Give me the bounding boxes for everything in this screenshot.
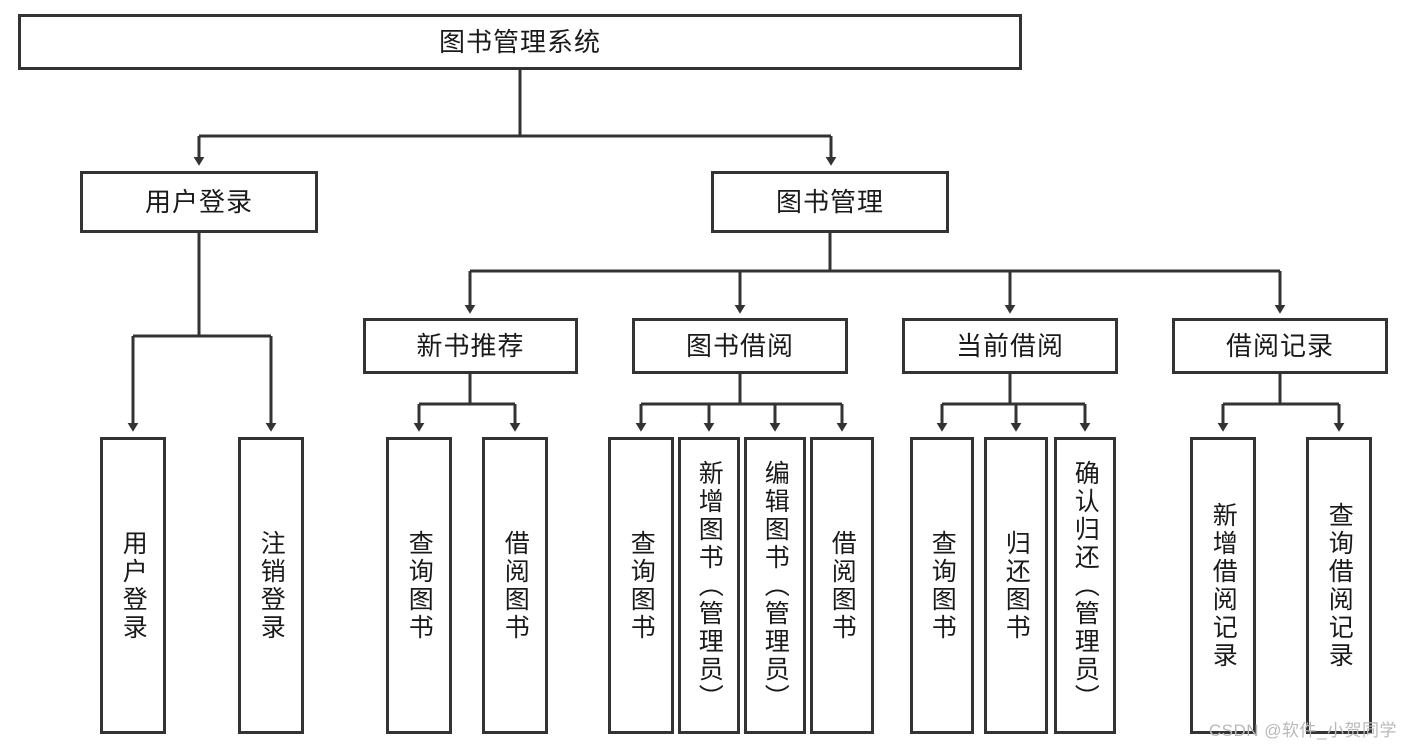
node-leaf-edit-book-label: 编辑图书（管理员）: [761, 459, 790, 712]
node-leaf-borrow-book-br[interactable]: 借阅图书: [810, 437, 874, 734]
node-leaf-return-book[interactable]: 归还图书: [984, 437, 1048, 734]
node-root[interactable]: 图书管理系统: [18, 14, 1022, 70]
node-book-manage[interactable]: 图书管理: [711, 171, 949, 233]
node-user-login[interactable]: 用户登录: [80, 171, 318, 233]
node-leaf-borrow-book-br-label: 借阅图书: [828, 529, 857, 642]
csdn-watermark: CSDN @软件_小贺同学: [1208, 721, 1397, 740]
node-leaf-confirm-return-label: 确认归还（管理员）: [1071, 459, 1100, 712]
node-leaf-user-login-label: 用户登录: [119, 529, 148, 642]
node-leaf-query-book-cb[interactable]: 查询图书: [910, 437, 974, 734]
node-leaf-user-logout-label: 注销登录: [257, 529, 286, 642]
node-leaf-edit-book[interactable]: 编辑图书（管理员）: [744, 437, 806, 734]
node-leaf-add-record[interactable]: 新增借阅记录: [1190, 437, 1256, 734]
node-leaf-user-login[interactable]: 用户登录: [100, 437, 166, 734]
node-leaf-add-book[interactable]: 新增图书（管理员）: [678, 437, 740, 734]
node-leaf-query-record-label: 查询借阅记录: [1325, 501, 1354, 670]
node-new-book-rec-label: 新书推荐: [416, 330, 525, 361]
node-current-borrow[interactable]: 当前借阅: [902, 318, 1118, 374]
node-leaf-query-record[interactable]: 查询借阅记录: [1306, 437, 1372, 734]
node-borrow-record[interactable]: 借阅记录: [1172, 318, 1388, 374]
node-leaf-query-book-br[interactable]: 查询图书: [608, 437, 674, 734]
node-leaf-query-book-rec[interactable]: 查询图书: [386, 437, 452, 734]
node-leaf-add-book-label: 新增图书（管理员）: [695, 459, 724, 712]
node-user-login-label: 用户登录: [144, 186, 253, 217]
node-leaf-query-book-rec-label: 查询图书: [405, 529, 434, 642]
node-book-manage-label: 图书管理: [775, 186, 884, 217]
node-root-label: 图书管理系统: [438, 26, 601, 57]
node-new-book-rec[interactable]: 新书推荐: [363, 318, 578, 374]
node-book-borrow-label: 图书借阅: [685, 330, 794, 361]
node-leaf-query-book-cb-label: 查询图书: [928, 529, 957, 642]
node-leaf-confirm-return[interactable]: 确认归还（管理员）: [1054, 437, 1116, 734]
node-leaf-borrow-book-rec[interactable]: 借阅图书: [482, 437, 548, 734]
node-book-borrow[interactable]: 图书借阅: [632, 318, 848, 374]
node-leaf-add-record-label: 新增借阅记录: [1209, 501, 1238, 670]
node-leaf-borrow-book-rec-label: 借阅图书: [501, 529, 530, 642]
node-borrow-record-label: 借阅记录: [1225, 330, 1334, 361]
node-leaf-query-book-br-label: 查询图书: [627, 529, 656, 642]
node-leaf-return-book-label: 归还图书: [1002, 529, 1031, 642]
node-current-borrow-label: 当前借阅: [955, 330, 1064, 361]
node-leaf-user-logout[interactable]: 注销登录: [238, 437, 304, 734]
